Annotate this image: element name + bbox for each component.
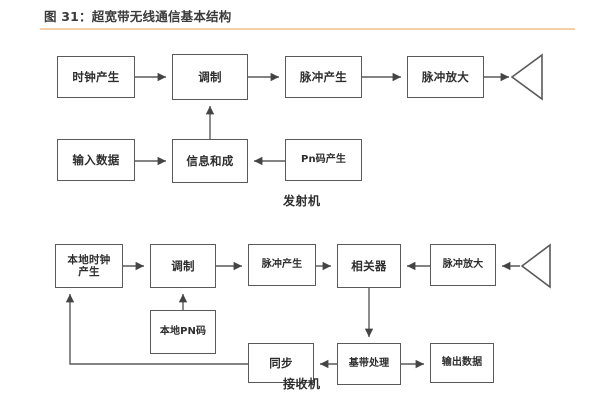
node-label: 时钟产生: [72, 69, 120, 84]
node-label: 调制: [171, 258, 195, 273]
node-label: 基带处理: [348, 358, 390, 370]
node-label: 输入数据: [72, 152, 120, 167]
node-tx-pulse-generator[interactable]: 脉冲产生: [285, 56, 362, 98]
node-rx-correlator[interactable]: 相关器: [337, 244, 401, 288]
node-rx-sync[interactable]: 同步: [248, 343, 314, 383]
node-tx-data-input[interactable]: 输入数据: [57, 139, 135, 181]
transmitter-caption: 发射机: [283, 194, 321, 208]
rx-antenna-icon: [520, 243, 551, 289]
node-label: 输出数据: [441, 357, 483, 369]
node-label: 同步: [269, 355, 293, 370]
node-label: Pn码产生: [301, 154, 346, 166]
node-rx-local-pn-code[interactable]: 本地PN码: [150, 310, 216, 354]
tx-antenna-icon: [510, 53, 543, 101]
page-title: 图 31：超宽带无线通信基本结构: [44, 9, 232, 24]
transmitter-connectors: [135, 72, 509, 166]
node-rx-modulator[interactable]: 调制: [150, 244, 216, 288]
receiver-caption: 接收机: [283, 377, 321, 391]
node-tx-pn-generator[interactable]: Pn码产生: [285, 139, 362, 181]
node-label: 相关器: [351, 258, 387, 273]
node-label: 脉冲产生: [299, 69, 348, 84]
node-rx-pulse-amplifier[interactable]: 脉冲放大: [430, 244, 496, 286]
node-rx-data-output[interactable]: 输出数据: [430, 343, 494, 383]
node-tx-clock[interactable]: 时钟产生: [57, 56, 135, 98]
node-label: 脉冲放大: [442, 259, 484, 271]
node-label: 本地时钟 产生: [67, 253, 111, 278]
node-label: 信息和成: [186, 153, 234, 168]
node-rx-baseband-processing[interactable]: 基带处理: [337, 343, 401, 385]
node-tx-combiner[interactable]: 信息和成: [172, 139, 248, 183]
edge-sync-to-localclock-feedback: [65, 294, 248, 365]
node-tx-pulse-amplifier[interactable]: 脉冲放大: [407, 56, 484, 98]
receiver-connectors: [65, 261, 520, 369]
node-rx-local-clock[interactable]: 本地时钟 产生: [55, 244, 123, 288]
node-label: 本地PN码: [159, 326, 207, 338]
title-divider: [40, 28, 575, 30]
node-tx-modulator[interactable]: 调制: [172, 54, 248, 100]
node-label: 调制: [198, 69, 222, 84]
node-label: 脉冲放大: [421, 69, 470, 84]
node-label: 脉冲产生: [261, 259, 303, 271]
node-rx-pulse-generator[interactable]: 脉冲产生: [248, 244, 316, 286]
